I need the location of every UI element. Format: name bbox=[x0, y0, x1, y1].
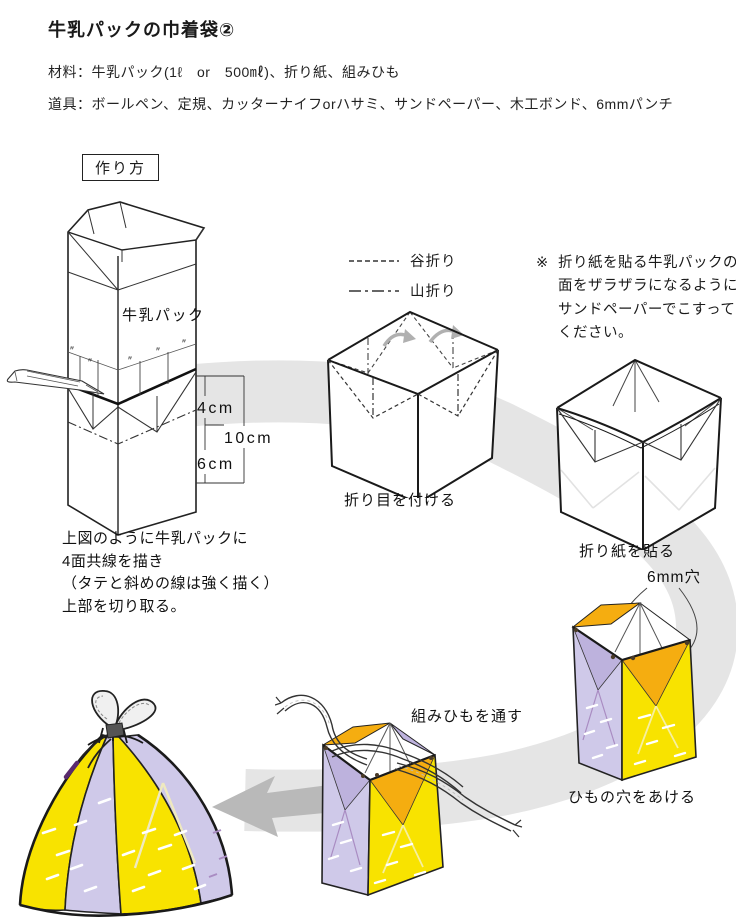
measurement-brackets bbox=[196, 375, 245, 484]
valley-fold-label: 谷折り bbox=[410, 254, 457, 270]
lavender-flap bbox=[639, 602, 691, 641]
svg-text:″: ″ bbox=[88, 357, 92, 369]
cord-bow bbox=[63, 690, 157, 780]
step2-crease-box-illustration bbox=[327, 310, 499, 498]
step2-caption: 折り目を付ける bbox=[344, 492, 457, 509]
materials-line: 材料：牛乳パック(1ℓ or 500㎖)、折り紙、組みひも bbox=[48, 64, 400, 80]
punched-holes bbox=[573, 627, 690, 661]
equal-tick-mark: ″ bbox=[70, 345, 74, 357]
finished-bag-illustration bbox=[18, 690, 234, 917]
purple-fold-lines bbox=[582, 689, 616, 746]
legend-valley-row: 谷折り bbox=[348, 250, 457, 271]
mountain-fold-label: 山折り bbox=[410, 284, 457, 300]
mountain-fold-line bbox=[67, 409, 197, 445]
note-marker: ※ bbox=[536, 255, 549, 271]
fold-legend: 谷折り 山折り bbox=[348, 250, 457, 310]
step3-caption: 折り紙を貼る bbox=[579, 543, 676, 560]
highlight-dashes bbox=[327, 820, 427, 885]
highlight-dashes bbox=[583, 703, 687, 766]
rim-holes bbox=[324, 746, 433, 778]
step4-holes-illustration: 6mm穴 bbox=[571, 568, 701, 782]
page-title: 牛乳パックの巾着袋② bbox=[48, 20, 236, 40]
hole-size-label: 6mm穴 bbox=[647, 568, 701, 586]
flow-arrow-left bbox=[212, 776, 356, 837]
faint-creases bbox=[560, 467, 716, 511]
purple-fold-lines bbox=[329, 809, 361, 866]
tools-line: 道具：ボールペン、定規、カッターナイフorハサミ、サンドペーパー、木工ボンド、6… bbox=[48, 96, 674, 112]
step1-carton-illustration: 牛乳パック ″ ″ ″ ″ ″ 4cm 10cm 6cm bbox=[6, 201, 273, 536]
dim-10cm: 10cm bbox=[224, 430, 273, 447]
step5-cord-illustration bbox=[275, 694, 523, 897]
method-label-box: 作り方 bbox=[82, 154, 160, 181]
mountain-fold-line-sample bbox=[349, 289, 399, 292]
valley-fold-line-sample bbox=[349, 259, 399, 262]
mountain-folds bbox=[372, 374, 459, 418]
svg-text:″: ″ bbox=[128, 355, 132, 367]
bag-purple-dashes bbox=[208, 829, 228, 878]
sandpaper-note: ※ 折り紙を貼る牛乳パックの 面をザラザラになるように サンドペーパーでこすって… bbox=[536, 252, 736, 346]
step1-caption: 上図のように牛乳パックに 4面共線を描き （タテと斜めの線は強く描く） 上部を切… bbox=[62, 530, 280, 615]
lavender-flap bbox=[389, 722, 436, 756]
ballpoint-pen bbox=[6, 369, 105, 395]
svg-text:″: ″ bbox=[182, 338, 186, 350]
cord-tip bbox=[63, 760, 80, 780]
legend-mountain-row: 山折り bbox=[348, 280, 457, 301]
braided-cord bbox=[275, 694, 523, 838]
bag-highlight-dashes bbox=[41, 797, 207, 893]
svg-text:″: ″ bbox=[156, 346, 160, 358]
step3-paste-box-illustration bbox=[556, 358, 722, 550]
dim-4cm: 4cm bbox=[197, 400, 235, 417]
crease-triangles bbox=[556, 397, 722, 463]
step5-caption: 組みひもを通す bbox=[411, 708, 524, 725]
step4-caption: ひもの穴をあける bbox=[568, 789, 697, 806]
dim-6cm: 6cm bbox=[197, 456, 235, 473]
bag-crease-lines bbox=[133, 782, 197, 869]
carton-label: 牛乳パック bbox=[122, 307, 205, 324]
